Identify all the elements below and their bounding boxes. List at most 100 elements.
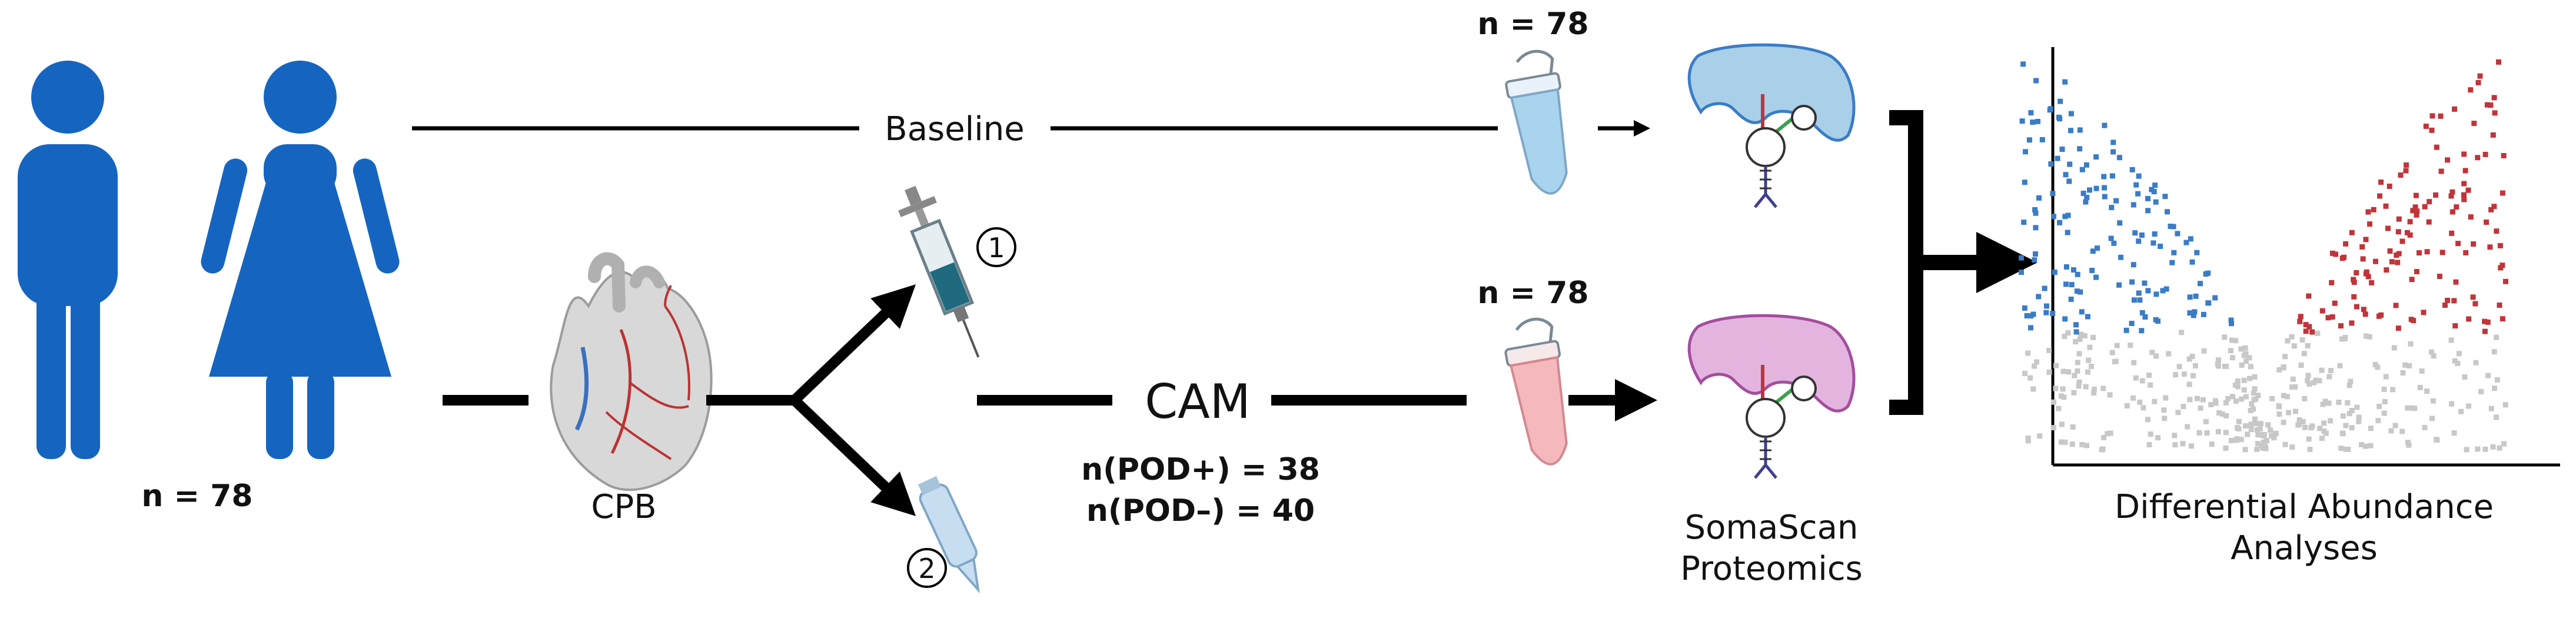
volcano-point: [2253, 421, 2258, 427]
volcano-point: [2071, 390, 2077, 396]
volcano-point: [2448, 337, 2454, 343]
volcano-point: [2419, 368, 2425, 374]
volcano-point: [2129, 321, 2135, 326]
volcano-point: [2219, 411, 2225, 417]
volcano-point: [2344, 446, 2349, 452]
volcano-point: [2068, 297, 2074, 302]
volcano-point: [2111, 240, 2117, 246]
volcano-point: [2381, 386, 2387, 392]
volcano-point: [2427, 199, 2432, 205]
marker-1-circle: [976, 227, 1016, 267]
volcano-point: [2408, 317, 2414, 323]
volcano-point: [2409, 277, 2415, 283]
woman-icon: [201, 61, 400, 459]
volcano-point: [2378, 180, 2384, 185]
volcano-point: [2065, 212, 2071, 218]
volcano-point: [2465, 187, 2471, 193]
volcano-point: [2329, 250, 2335, 256]
volcano-point: [2175, 231, 2181, 237]
volcano-point: [2376, 404, 2382, 409]
volcano-point: [2140, 405, 2146, 411]
volcano-point: [2336, 400, 2342, 405]
volcano-point: [2151, 189, 2157, 195]
volcano-point: [2281, 420, 2286, 426]
volcano-point: [2048, 161, 2054, 167]
volcano-point: [2319, 436, 2325, 441]
volcano-point: [2289, 384, 2295, 390]
volcano-point: [2387, 248, 2393, 254]
volcano-point: [2360, 256, 2366, 262]
volcano-point: [2371, 207, 2376, 212]
volcano-point: [2146, 442, 2152, 448]
volcano-point: [2238, 346, 2244, 352]
volcano-point: [2466, 316, 2472, 322]
volcano-point: [2212, 295, 2218, 301]
volcano-point: [2404, 230, 2410, 235]
volcano-point: [2026, 137, 2032, 143]
volcano-point: [2257, 432, 2263, 438]
volcano-point: [2188, 236, 2193, 242]
volcano-point: [2491, 204, 2497, 210]
volcano-point: [2449, 189, 2455, 195]
volcano-point: [2166, 351, 2172, 357]
volcano-point: [2019, 270, 2024, 275]
volcano-point: [2152, 231, 2158, 237]
volcano-point: [2429, 416, 2435, 421]
volcano-point: [2251, 390, 2256, 396]
volcano-point: [2351, 277, 2356, 283]
volcano-point: [2263, 438, 2269, 444]
volcano-point: [2193, 293, 2199, 299]
volcano-point: [2083, 162, 2089, 168]
volcano-point: [2253, 396, 2259, 402]
volcano-point: [2368, 443, 2374, 448]
volcano-point: [2346, 411, 2352, 417]
cohort-n-label: n = 78: [141, 479, 252, 514]
volcano-point: [2400, 370, 2406, 376]
volcano-point: [2062, 79, 2068, 85]
volcano-point: [2139, 378, 2145, 384]
volcano-point: [2496, 59, 2501, 65]
aptamer-blue-icon: [1687, 43, 1856, 208]
volcano-point: [2075, 368, 2080, 374]
volcano-point: [2349, 425, 2355, 431]
volcano-point: [2289, 334, 2295, 340]
volcano-point: [2196, 430, 2202, 436]
volcano-point: [2234, 436, 2240, 442]
volcano-point: [2223, 400, 2229, 406]
volcano-point: [2246, 355, 2252, 361]
volcano-point: [2407, 232, 2413, 238]
volcano-point: [2299, 337, 2305, 343]
volcano-point: [2066, 178, 2072, 184]
volcano-point: [2130, 395, 2136, 401]
volcano-point: [2063, 172, 2069, 178]
volcano-point: [2438, 113, 2444, 119]
volcano-point: [2282, 441, 2288, 447]
volcano-point: [2414, 269, 2419, 274]
volcano-point: [2247, 376, 2252, 381]
volcano-point: [2033, 251, 2038, 257]
volcano-point: [2129, 279, 2135, 285]
volcano-point: [2173, 372, 2179, 378]
volcano-point: [2050, 191, 2056, 197]
volcano-point: [2453, 279, 2459, 285]
volcano-point: [2412, 406, 2418, 411]
volcano-point: [2062, 334, 2068, 339]
volcano-point: [2301, 351, 2307, 357]
volcano-point: [2329, 314, 2335, 320]
volcano-point: [2399, 428, 2405, 434]
volcano-point: [2065, 330, 2071, 335]
volcano-point: [2229, 321, 2234, 327]
volcano-point: [2242, 345, 2248, 351]
volcano-point: [2242, 447, 2248, 453]
volcano-point: [2198, 405, 2203, 411]
volcano-point: [2351, 294, 2357, 300]
volcano-point: [2463, 250, 2469, 255]
volcano-point: [2445, 297, 2451, 303]
volcano-point: [2249, 401, 2255, 407]
proteomics-line1: SomaScan: [1685, 509, 1859, 547]
volcano-point: [2269, 433, 2275, 438]
volcano-point: [2056, 406, 2062, 411]
volcano-point: [2105, 431, 2110, 437]
volcano-point: [2478, 388, 2484, 394]
